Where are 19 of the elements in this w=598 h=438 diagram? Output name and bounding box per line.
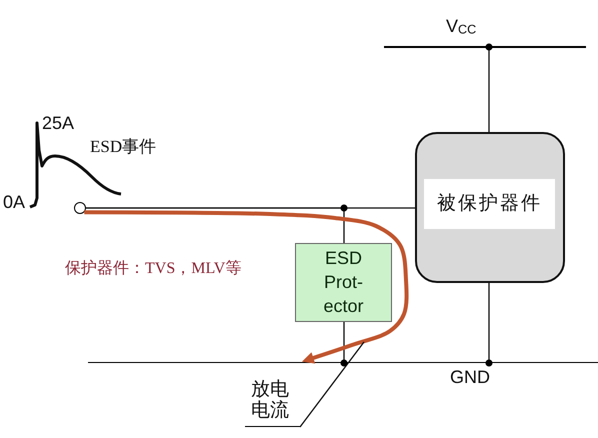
peak-current-label: 25A	[42, 113, 74, 134]
current-arrow	[84, 210, 409, 364]
protector-box	[295, 243, 392, 322]
rail-label: GND	[450, 367, 490, 388]
wire	[343, 322, 345, 362]
wire	[488, 48, 490, 132]
annotation-text: 保护器件：TVS，MLV等	[65, 260, 242, 278]
protector-label: ESD Prot- ector	[322, 247, 365, 318]
terminal-circle	[74, 202, 86, 214]
leader-line	[299, 342, 365, 428]
baseline-current-label: 0A	[3, 192, 26, 213]
wire	[488, 283, 490, 362]
wire	[86, 207, 345, 243]
device-box	[415, 132, 565, 283]
event-label: ESD事件	[90, 137, 156, 157]
rail-label: V$_{CC}$	[446, 16, 476, 37]
underlined-callout	[245, 378, 301, 427]
callout-text: 放电电流	[251, 379, 290, 421]
device-label: 被保护器件	[424, 179, 555, 229]
